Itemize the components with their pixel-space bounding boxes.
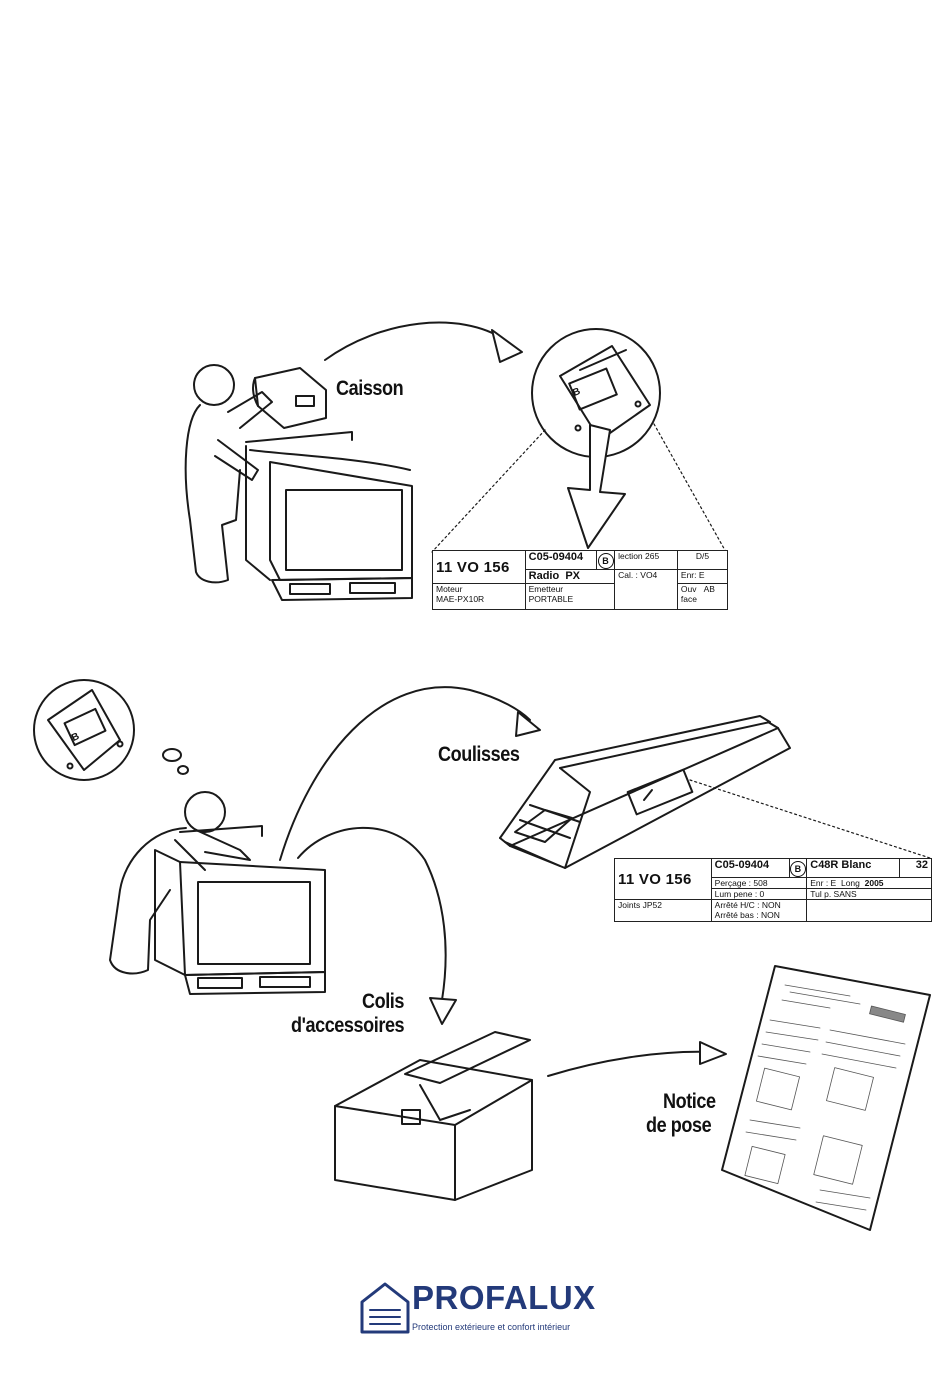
callout-lines-middle xyxy=(689,779,931,859)
down-arrow-icon xyxy=(567,424,626,549)
curved-arrow-notice xyxy=(547,1050,713,1077)
caisson-enr: Enr: E xyxy=(676,569,729,584)
coulisses-code: C05-09404 xyxy=(710,858,790,878)
coulisses-rails-drawing xyxy=(499,715,791,869)
profalux-tagline: Protection extérieure et confort intérie… xyxy=(412,1322,571,1332)
label-colis-line1: Colis xyxy=(362,990,405,1013)
curved-arrow-colis xyxy=(297,826,447,1001)
person-lifting-figure xyxy=(184,364,273,584)
shipping-crate-middle xyxy=(154,825,326,995)
caisson-lection: lection 265 xyxy=(614,550,678,570)
callout-lines-top xyxy=(431,423,727,553)
coulisses-percage: Perçage : 508 xyxy=(710,877,808,889)
coulisses-joints: Joints JP52 xyxy=(614,899,712,922)
coulisses-num: 32 xyxy=(898,858,933,878)
caisson-cal: Cal. : VO4 xyxy=(614,569,678,610)
label-coulisses: Coulisses xyxy=(438,743,520,766)
caisson-radio: Radio PX xyxy=(524,569,616,584)
person-thinking-figure xyxy=(109,791,251,975)
coulisses-ref: 11 VO 156 xyxy=(614,858,712,900)
label-notice-line1: Notice xyxy=(663,1090,716,1113)
label-caisson: Caisson xyxy=(336,377,404,400)
caisson-badge: B xyxy=(597,553,614,569)
thought-bubble-callout xyxy=(33,679,189,781)
shipping-crate-top xyxy=(245,431,413,601)
profalux-logo-icon xyxy=(360,1282,410,1334)
caisson-code: C05-09404 xyxy=(524,550,597,570)
accessories-box-drawing xyxy=(334,1031,533,1201)
coulisses-lum: Lum pene : 0 xyxy=(710,888,808,900)
caisson-d5: D/5 xyxy=(676,550,729,570)
coulisses-badge: B xyxy=(790,861,806,877)
caisson-carried-icon xyxy=(252,367,327,429)
coulisses-tulip: Tul p. SANS xyxy=(806,888,932,900)
curved-arrow-caisson xyxy=(324,321,506,361)
notice-sheet-drawing xyxy=(721,965,931,1231)
coulisses-color: C48R Blanc xyxy=(806,858,900,878)
label-notice-line2: de pose xyxy=(646,1114,712,1137)
coulisses-label-table: 11 VO 156 C05-09404 B C48R Blanc 32 Perç… xyxy=(614,858,933,922)
label-colis-line2: d'accessoires xyxy=(291,1014,405,1037)
curved-arrow-coulisses xyxy=(279,686,531,861)
coulisses-enr: Enr : E Long 2005 xyxy=(806,877,932,889)
profalux-logo-name: PROFALUX xyxy=(412,1279,596,1316)
caisson-label-table: 11 VO 156 C05-09404 B lection 265 D/5 Ra… xyxy=(432,550,729,610)
caisson-ref: 11 VO 156 xyxy=(432,550,526,584)
